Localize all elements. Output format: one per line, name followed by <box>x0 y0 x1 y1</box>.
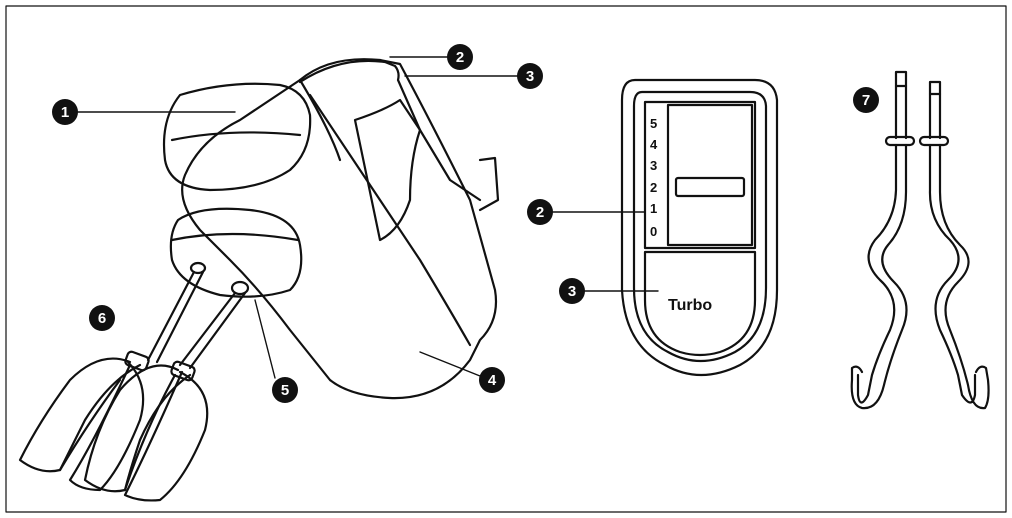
callout-7-badge <box>853 87 879 113</box>
callout-5-number: 5 <box>281 382 289 399</box>
beater-shaft-right <box>178 291 247 370</box>
dough-hook-left-shaft <box>894 84 908 140</box>
callout-2b-number: 2 <box>536 204 544 221</box>
turbo-label: Turbo <box>668 297 712 314</box>
beater-socket-left <box>189 261 207 275</box>
callout-2b-badge <box>527 199 553 225</box>
control-panel-inner <box>632 90 768 362</box>
speed-control-panel <box>620 78 779 377</box>
hand-mixer <box>18 58 500 502</box>
control-panel-outline <box>620 78 779 377</box>
speed-label-1: 1 <box>650 201 657 216</box>
mixer-handle <box>298 59 482 202</box>
speed-label-2: 2 <box>650 180 657 195</box>
diagram-border <box>5 5 1007 513</box>
beater-shaft-left <box>146 270 205 364</box>
speed-label-5: 5 <box>650 116 657 131</box>
speed-slider-knob <box>666 103 754 247</box>
mixer-top-edge <box>298 78 342 162</box>
callout-5-badge <box>272 377 298 403</box>
mixer-front-seam <box>170 232 300 242</box>
speed-slider-track <box>643 100 757 250</box>
speed-label-3: 3 <box>650 158 657 173</box>
callout-3b-badge <box>559 278 585 304</box>
callout-2-number: 2 <box>456 49 464 66</box>
mixer-front-housing <box>169 207 303 298</box>
callout-3-badge <box>517 63 543 89</box>
leader-4 <box>419 351 481 377</box>
beater-socket-right <box>230 280 250 296</box>
callout-1-number: 1 <box>61 104 69 121</box>
mixer-body-seam <box>308 93 472 347</box>
turbo-button <box>643 250 757 357</box>
callout-6-number: 6 <box>98 310 106 327</box>
leader-5 <box>254 299 276 379</box>
callout-1-badge <box>52 99 78 125</box>
mixer-eject-line <box>170 131 302 142</box>
dough-hook-left-wire <box>850 143 908 410</box>
dough-hook-right-wire <box>928 143 990 410</box>
dough-hooks <box>850 70 990 410</box>
callout-6-badge <box>89 305 115 331</box>
callout-2-badge <box>447 44 473 70</box>
beaters <box>18 357 209 502</box>
dough-hook-right-shaft <box>928 92 942 140</box>
mixer-heel-rest <box>478 156 500 212</box>
callout-leaders <box>77 56 659 379</box>
speed-label-4: 4 <box>650 137 658 152</box>
callout-4-number: 4 <box>488 372 497 389</box>
speed-slider-grip <box>674 176 746 198</box>
speed-label-0: 0 <box>650 224 657 239</box>
mixer-eject-button <box>162 82 312 192</box>
callout-7-number: 7 <box>862 92 870 109</box>
dough-hook-left-collar <box>884 135 916 147</box>
dough-hook-right-collar <box>918 135 950 147</box>
dough-hook-right-tip <box>928 80 942 96</box>
callout-4-badge <box>479 367 505 393</box>
callout-3b-number: 3 <box>568 283 576 300</box>
callout-3-number: 3 <box>526 68 534 85</box>
mixer-handle-grip <box>353 98 422 242</box>
dough-hook-left-tip <box>894 70 908 88</box>
mixer-body <box>181 58 498 400</box>
